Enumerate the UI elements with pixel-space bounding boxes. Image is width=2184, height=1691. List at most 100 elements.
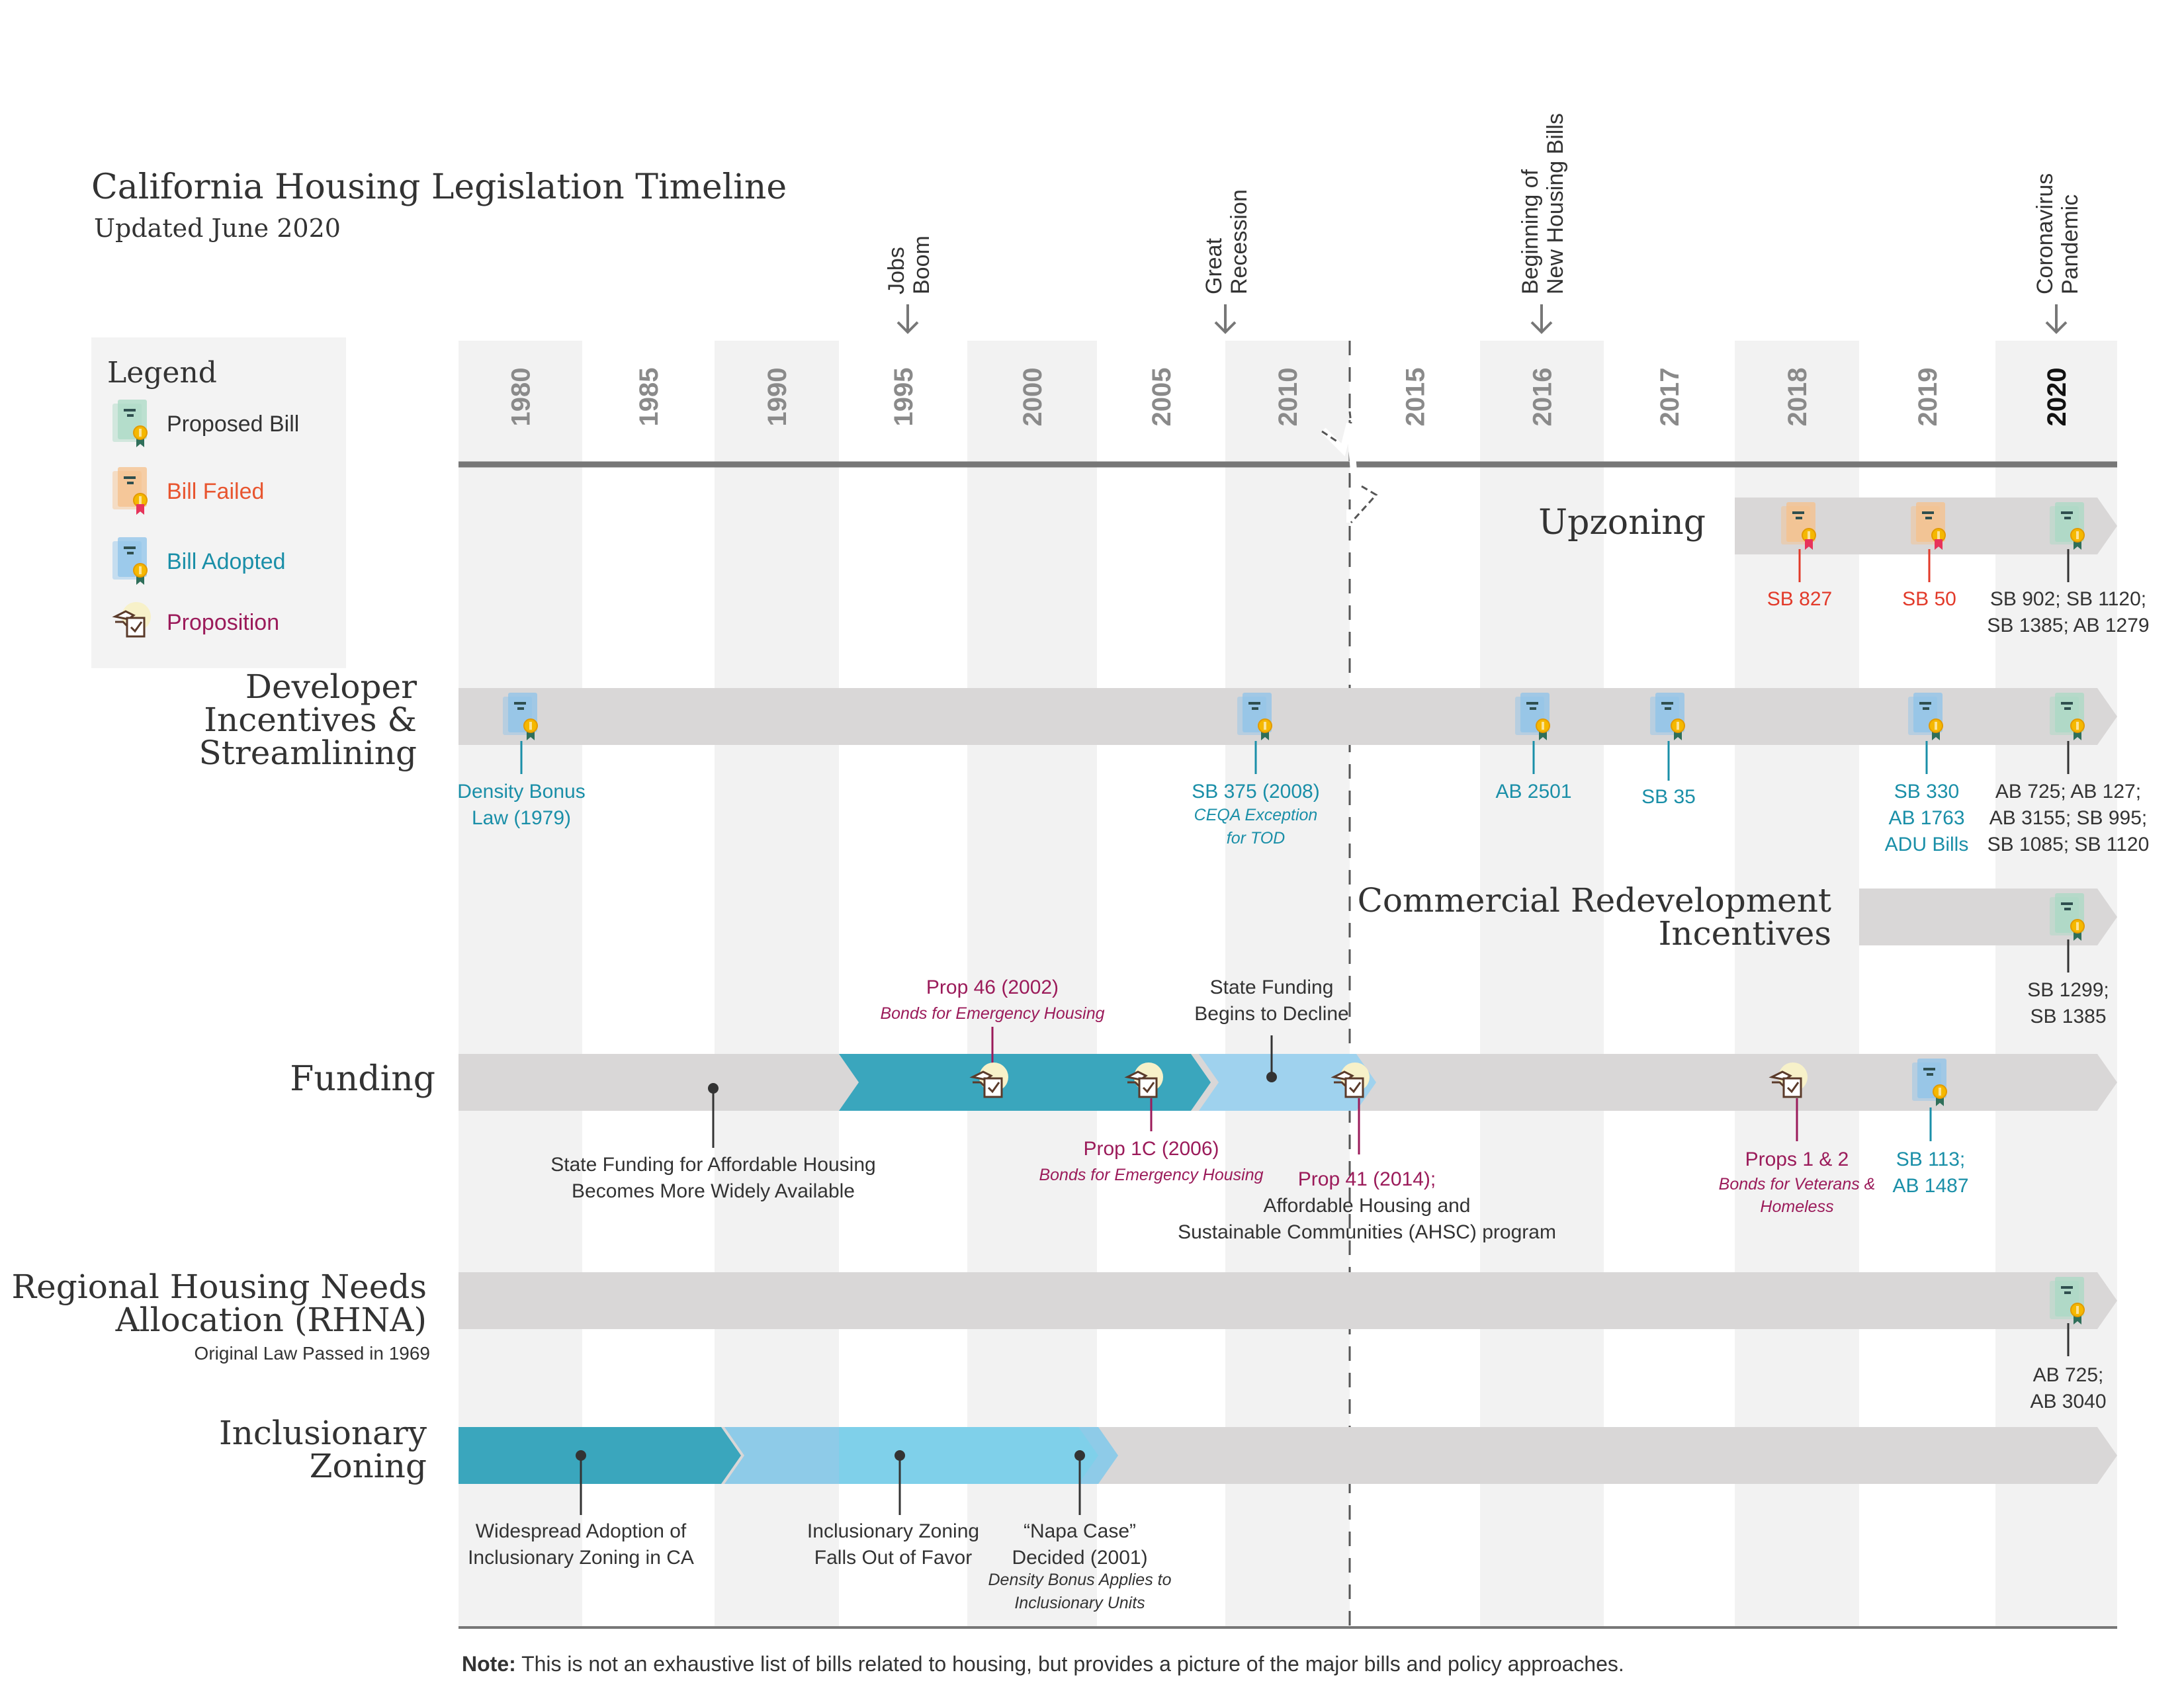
upzoning-sb827-label: SB 827 [1767,588,1832,610]
inclusionary-widespread-label-line: Inclusionary Zoning in CA [468,1547,694,1569]
proposed-bill-icon [2048,501,2085,551]
rhna-2020-label-line: AB 3040 [2030,1391,2106,1412]
upzoning-sb50-label: SB 50 [1902,588,1956,610]
event-marker: GreatRecession [1201,189,1252,334]
upzoning-row-label: Upzoning [1538,503,1706,542]
legend-item-label: Bill Failed [167,479,264,504]
developer-sb330-label-line: SB 330 [1894,781,1959,802]
funding-props12-label-line: Props 1 & 2 [1745,1149,1849,1170]
year-label: 2015 [1401,368,1430,427]
event-label-line2: New Housing Bills [1543,113,1568,294]
funding-row-label: Funding [290,1059,435,1099]
funding-props12-note-line: Homeless [1760,1197,1833,1216]
failed-bill-icon [1780,501,1817,551]
proposition-icon [1124,1062,1163,1098]
event-label-line1: Coronavirus [2032,173,2058,294]
funding-decline-label-line: Begins to Decline [1194,1003,1348,1025]
funding-prop41-label-line: Prop 41 (2014); [1298,1168,1436,1190]
inclusionary-napa-note-line: Inclusionary Units [1014,1594,1145,1612]
legend-item-label: Proposed Bill [167,412,299,437]
year-label: 2000 [1018,368,1047,427]
event-label: Beginning ofNew Housing Bills [1518,113,1568,294]
footnote: Note: This is not an exhaustive list of … [462,1652,1624,1676]
funding-decline-label-line: State Funding [1210,976,1334,998]
event-label-line1: Jobs [884,247,909,294]
funding-prop1c-label-line: Prop 1C (2006) [1083,1138,1219,1160]
developer-row-label-line: Streamlining [199,734,417,772]
commercial-row-label-line: Commercial Redevelopment [1358,881,1831,920]
developer-sb35-label: SB 35 [1641,786,1696,808]
proposition-icon [1331,1062,1370,1098]
proposition-icon [112,602,151,638]
year-column-stripe [459,341,582,1627]
adopted-bill-icon [1649,691,1686,742]
proposed-bill-icon [2048,691,2085,742]
legend-item-label: Proposition [167,610,279,635]
inclusionary-row-label-line: Inclusionary [219,1414,427,1452]
upzoning-2020-label-line: SB 1385; AB 1279 [1987,615,2149,636]
funding-props12-note-line: Bonds for Veterans & [1719,1175,1876,1193]
proposed-bill-icon [2048,1276,2085,1326]
event-label-line1: Great [1201,238,1227,294]
rhna-2020-label: AB 725;AB 3040 [2030,1364,2106,1412]
year-column-stripe [1480,341,1604,1627]
year-label: 2010 [1274,368,1303,427]
funding-sb113-label-line: SB 113; [1896,1149,1966,1170]
funding-band-dark [839,1054,1211,1111]
adopted-bill-icon [111,536,148,586]
funding-props12-note: Bonds for Veterans & Homeless [1719,1175,1876,1216]
year-column-stripe [1225,341,1350,1627]
inclusionary-widespread-label-line: Widespread Adoption of [476,1520,687,1542]
inclusionary-band-mid [839,1427,1098,1484]
developer-row-label-line: Developer [245,668,417,706]
footnote-bold: Note: [462,1652,516,1676]
developer-sb35-label-line: SB 35 [1641,786,1696,808]
developer-band [459,688,2117,745]
developer-sb375-label-line: SB 375 (2008) [1192,781,1319,802]
year-column-stripe [1735,341,1859,1627]
year-label: 2016 [1528,368,1557,427]
year-label: 2020 [2042,368,2072,427]
year-label: 2018 [1783,368,1812,427]
inclusionary-band-dark [459,1427,741,1484]
developer-sb330-label-line: AB 1763 [1888,807,1964,829]
adopted-bill-icon [1911,1057,1948,1107]
rhna-band [459,1272,2117,1329]
developer-sb375-note-line: for TOD [1227,829,1285,847]
adopted-bill-icon [502,691,539,742]
proposition-icon [1769,1062,1808,1098]
year-label: 1995 [889,368,918,427]
down-arrow-icon [896,321,919,334]
inclusionary-falls-label-line: Falls Out of Favor [814,1547,972,1569]
funding-prop46-label-line: Prop 46 (2002) [926,976,1059,998]
year-label: 2005 [1147,368,1176,427]
adopted-bill-icon [1236,691,1273,742]
inclusionary-widespread-label: Widespread Adoption of Inclusionary Zonin… [468,1520,694,1569]
event-label: CoronavirusPandemic [2032,173,2083,294]
funding-props12-label: Props 1 & 2 [1745,1149,1849,1170]
funding-prop41-rest-line: Affordable Housing and [1263,1195,1470,1217]
developer-density-label-line: Law (1979) [472,807,571,829]
year-columns [459,341,2117,1627]
developer-ab2501-label: AB 2501 [1495,781,1571,802]
adopted-bill-icon [1514,691,1551,742]
year-label: 2019 [1913,368,1943,427]
commercial-2020-label-line: SB 1385 [2030,1006,2106,1027]
funding-band-light [1199,1054,1376,1111]
developer-2020-label-line: AB 725; AB 127; [1995,781,2141,802]
event-label-line1: Beginning of [1518,169,1543,294]
down-arrow-icon [1530,321,1553,334]
upzoning-sb50-label-line: SB 50 [1902,588,1956,610]
failed-bill-icon [111,466,148,516]
developer-sb330-label-line: ADU Bills [1885,834,1969,855]
